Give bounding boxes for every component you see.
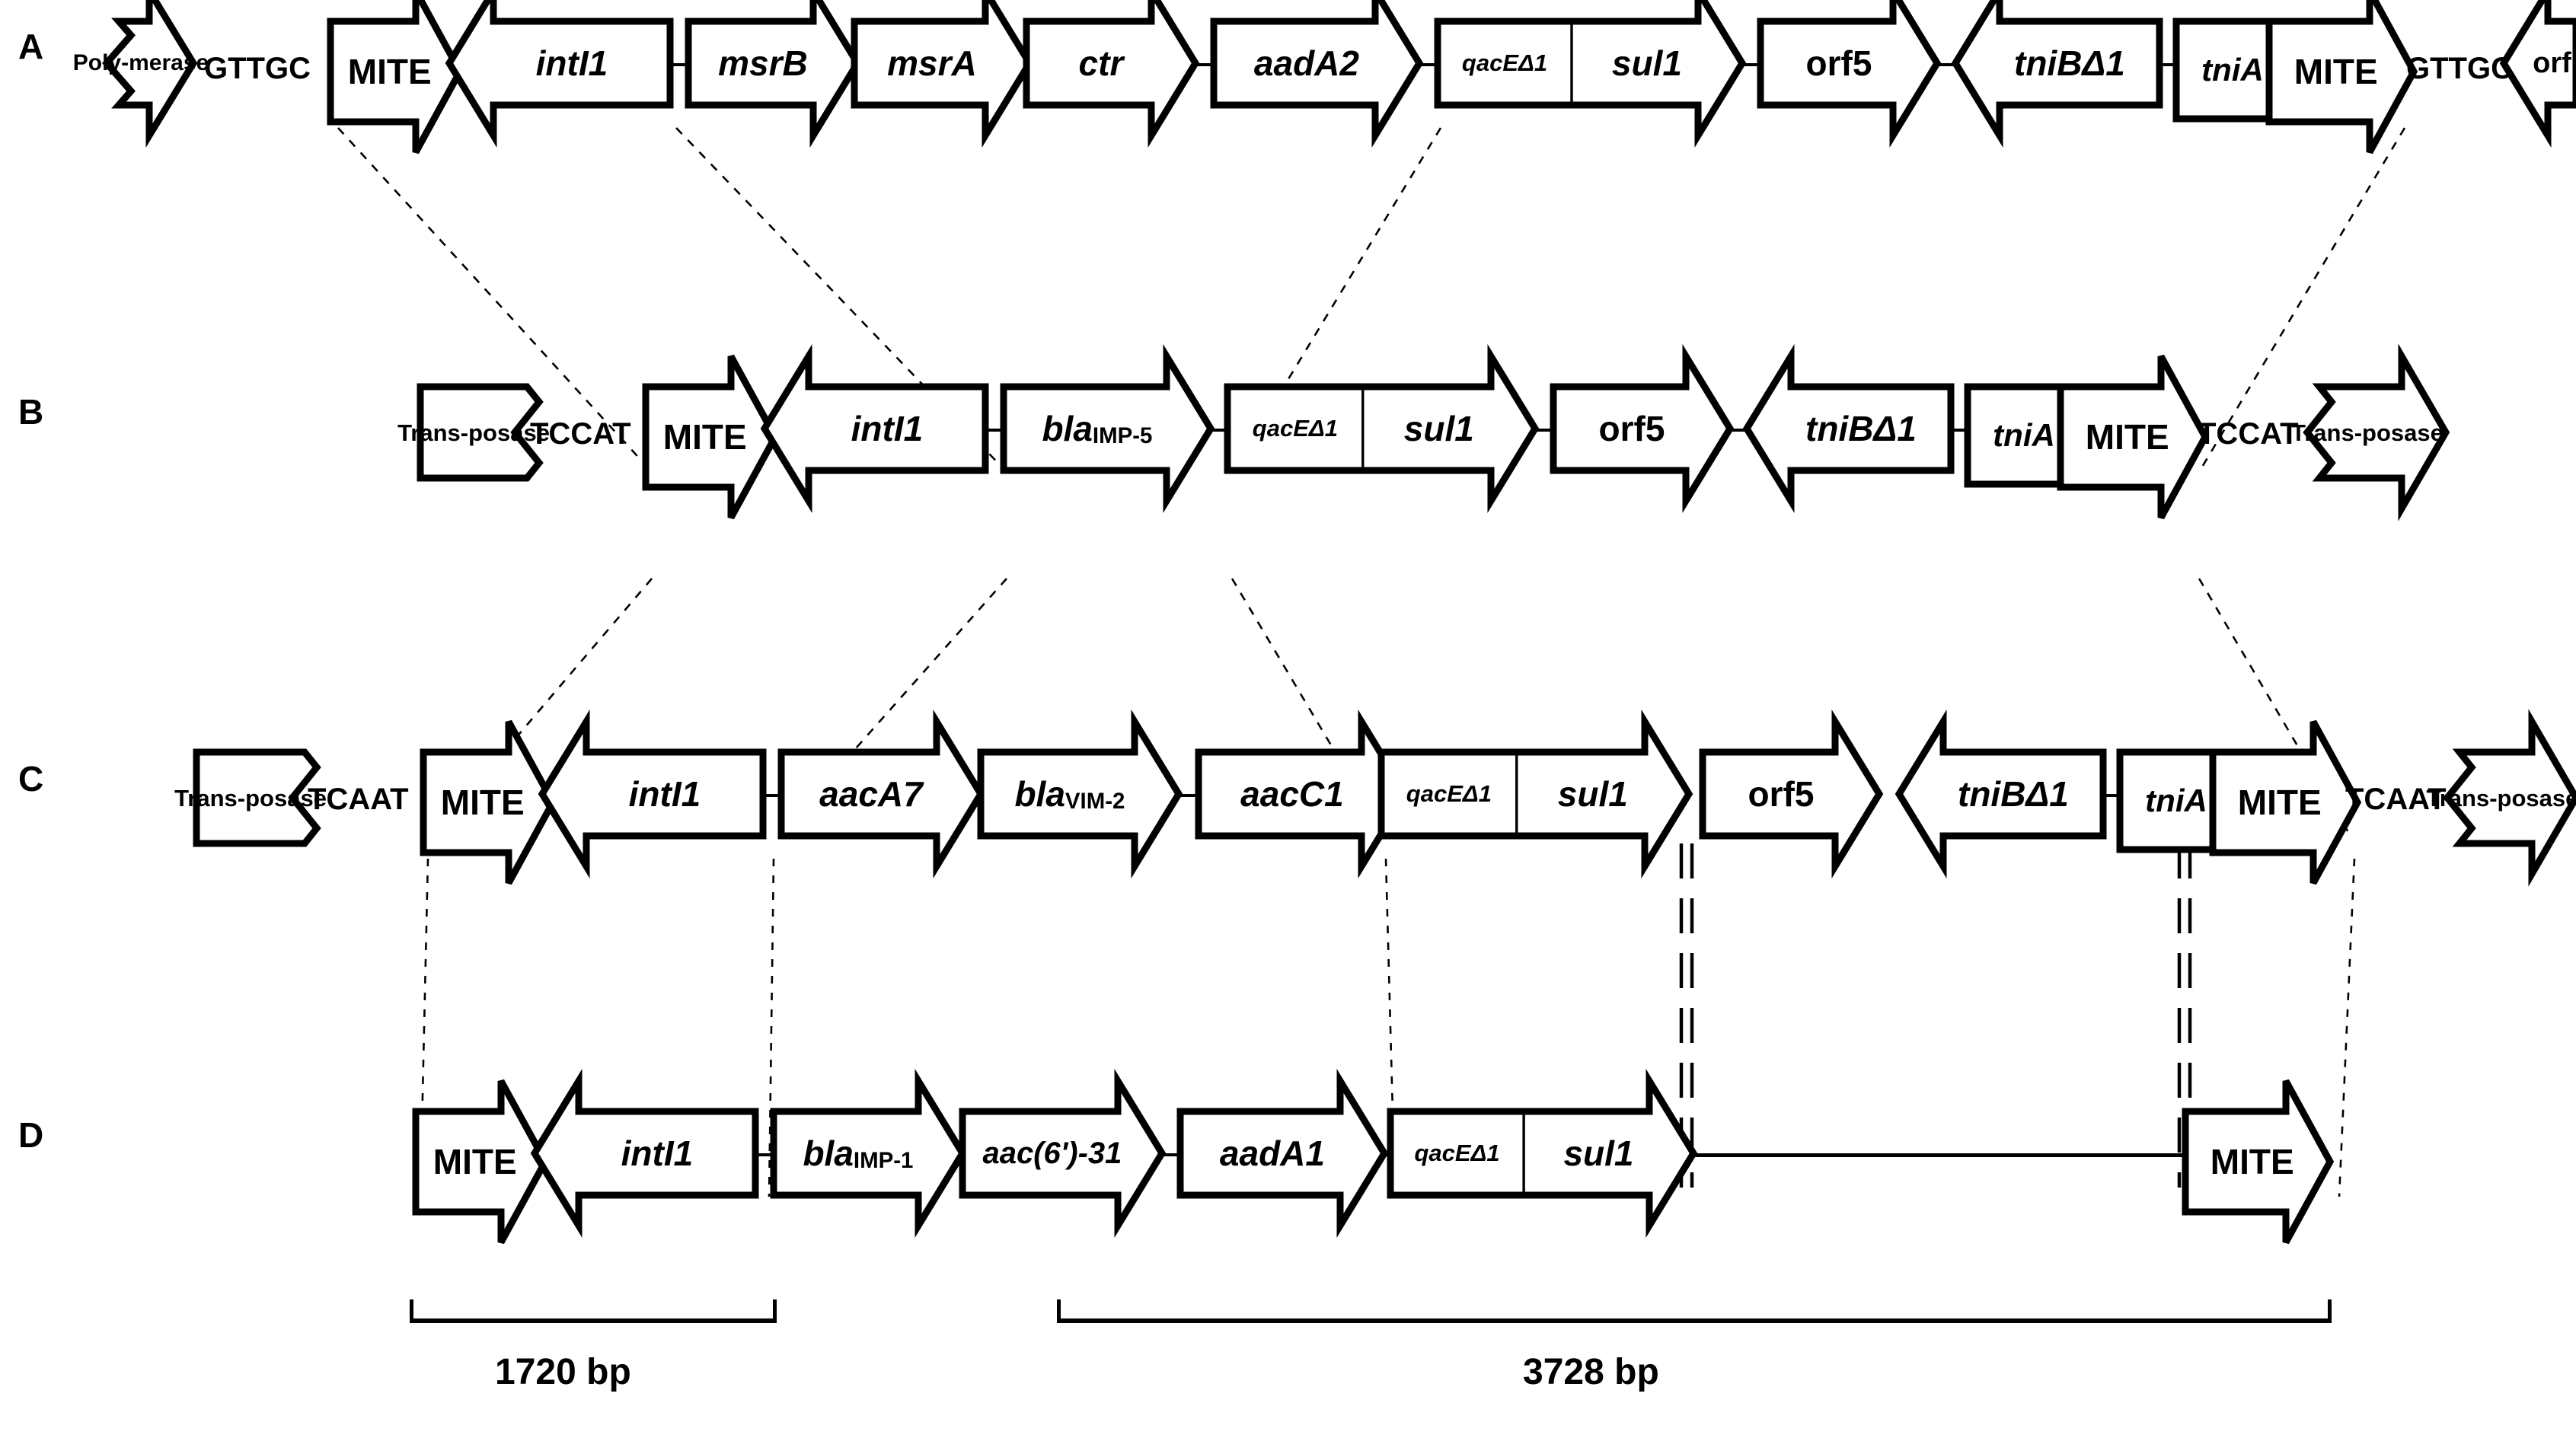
conn-1: [672, 63, 688, 66]
polymerase-gene: Poly-merase: [73, 0, 209, 148]
scale-bar-1720-label: 1720 bp: [495, 1352, 631, 1392]
tccat-sequence-left: TCCAT: [530, 417, 631, 451]
conn-3: [1419, 63, 1438, 66]
conn-2: [1211, 429, 1227, 432]
conn-5: [1937, 63, 1955, 66]
orf5-gene: orf5: [1550, 343, 1735, 514]
row-label-a: A: [18, 27, 44, 66]
tcaat-sequence-left: TCAAT: [308, 783, 409, 816]
aadA2-gene: aadA2: [1210, 0, 1424, 148]
conn-1: [987, 429, 1004, 432]
gttgc-sequence-right: GTTGC: [2406, 52, 2513, 85]
aac631-gene: aac(6')-31: [959, 1068, 1167, 1239]
ctr-gene: ctr: [1023, 0, 1200, 148]
mite-right: MITE: [2057, 354, 2210, 520]
conn-2: [1179, 794, 1199, 797]
orf5-gene: orf5: [1757, 0, 1942, 148]
intI1-gene: intI1: [760, 343, 989, 514]
orf-gene: orf: [2499, 0, 2576, 148]
conn-3: [1535, 429, 1553, 432]
transposase-gene-right: Trans-posase: [2291, 343, 2450, 521]
conn-2: [1195, 63, 1214, 66]
conn-5: [1951, 429, 1968, 432]
mite-right: MITE: [2209, 719, 2362, 885]
tcaat-sequence-right: TCAAT: [2345, 783, 2447, 816]
tniBdelta1-gene: tniBΔ1: [1742, 343, 1955, 514]
conn-4: [1742, 63, 1760, 66]
orf5-gene: orf5: [1699, 709, 1884, 879]
conn-4: [1730, 429, 1747, 432]
scale-bar-3728: [1056, 1298, 2332, 1328]
mite-right: MITE: [2265, 0, 2418, 155]
mite-right: MITE: [2182, 1079, 2335, 1245]
tniBdelta1-gene: tniBΔ1: [1894, 709, 2107, 879]
transposase-gene-right: Trans-posase: [2427, 709, 2576, 887]
conn-2: [1162, 1153, 1180, 1156]
conn-6: [2159, 63, 2176, 66]
deletion-line: [1695, 1153, 2190, 1157]
row-label-b: B: [18, 392, 44, 432]
row-label-d: D: [18, 1115, 44, 1155]
transposase-gene-left: Trans-posase: [397, 383, 550, 482]
scale-bar-1720: [409, 1298, 777, 1328]
intI1-gene: intI1: [530, 1068, 759, 1239]
conn-5: [2103, 794, 2120, 797]
transposase-gene-left: Trans-posase: [174, 748, 327, 847]
tniBdelta1-gene: tniBΔ1: [1951, 0, 2163, 148]
row-label-c: C: [18, 759, 44, 799]
intI1-gene: intI1: [445, 0, 674, 148]
conn-1: [765, 794, 781, 797]
intI1-gene: intI1: [538, 709, 767, 879]
conn-1: [757, 1153, 774, 1156]
tccat-sequence-right: TCCAT: [2198, 417, 2299, 451]
gttgc-sequence-left: GTTGC: [204, 52, 311, 85]
scale-bar-3728-label: 3728 bp: [1523, 1352, 1659, 1392]
